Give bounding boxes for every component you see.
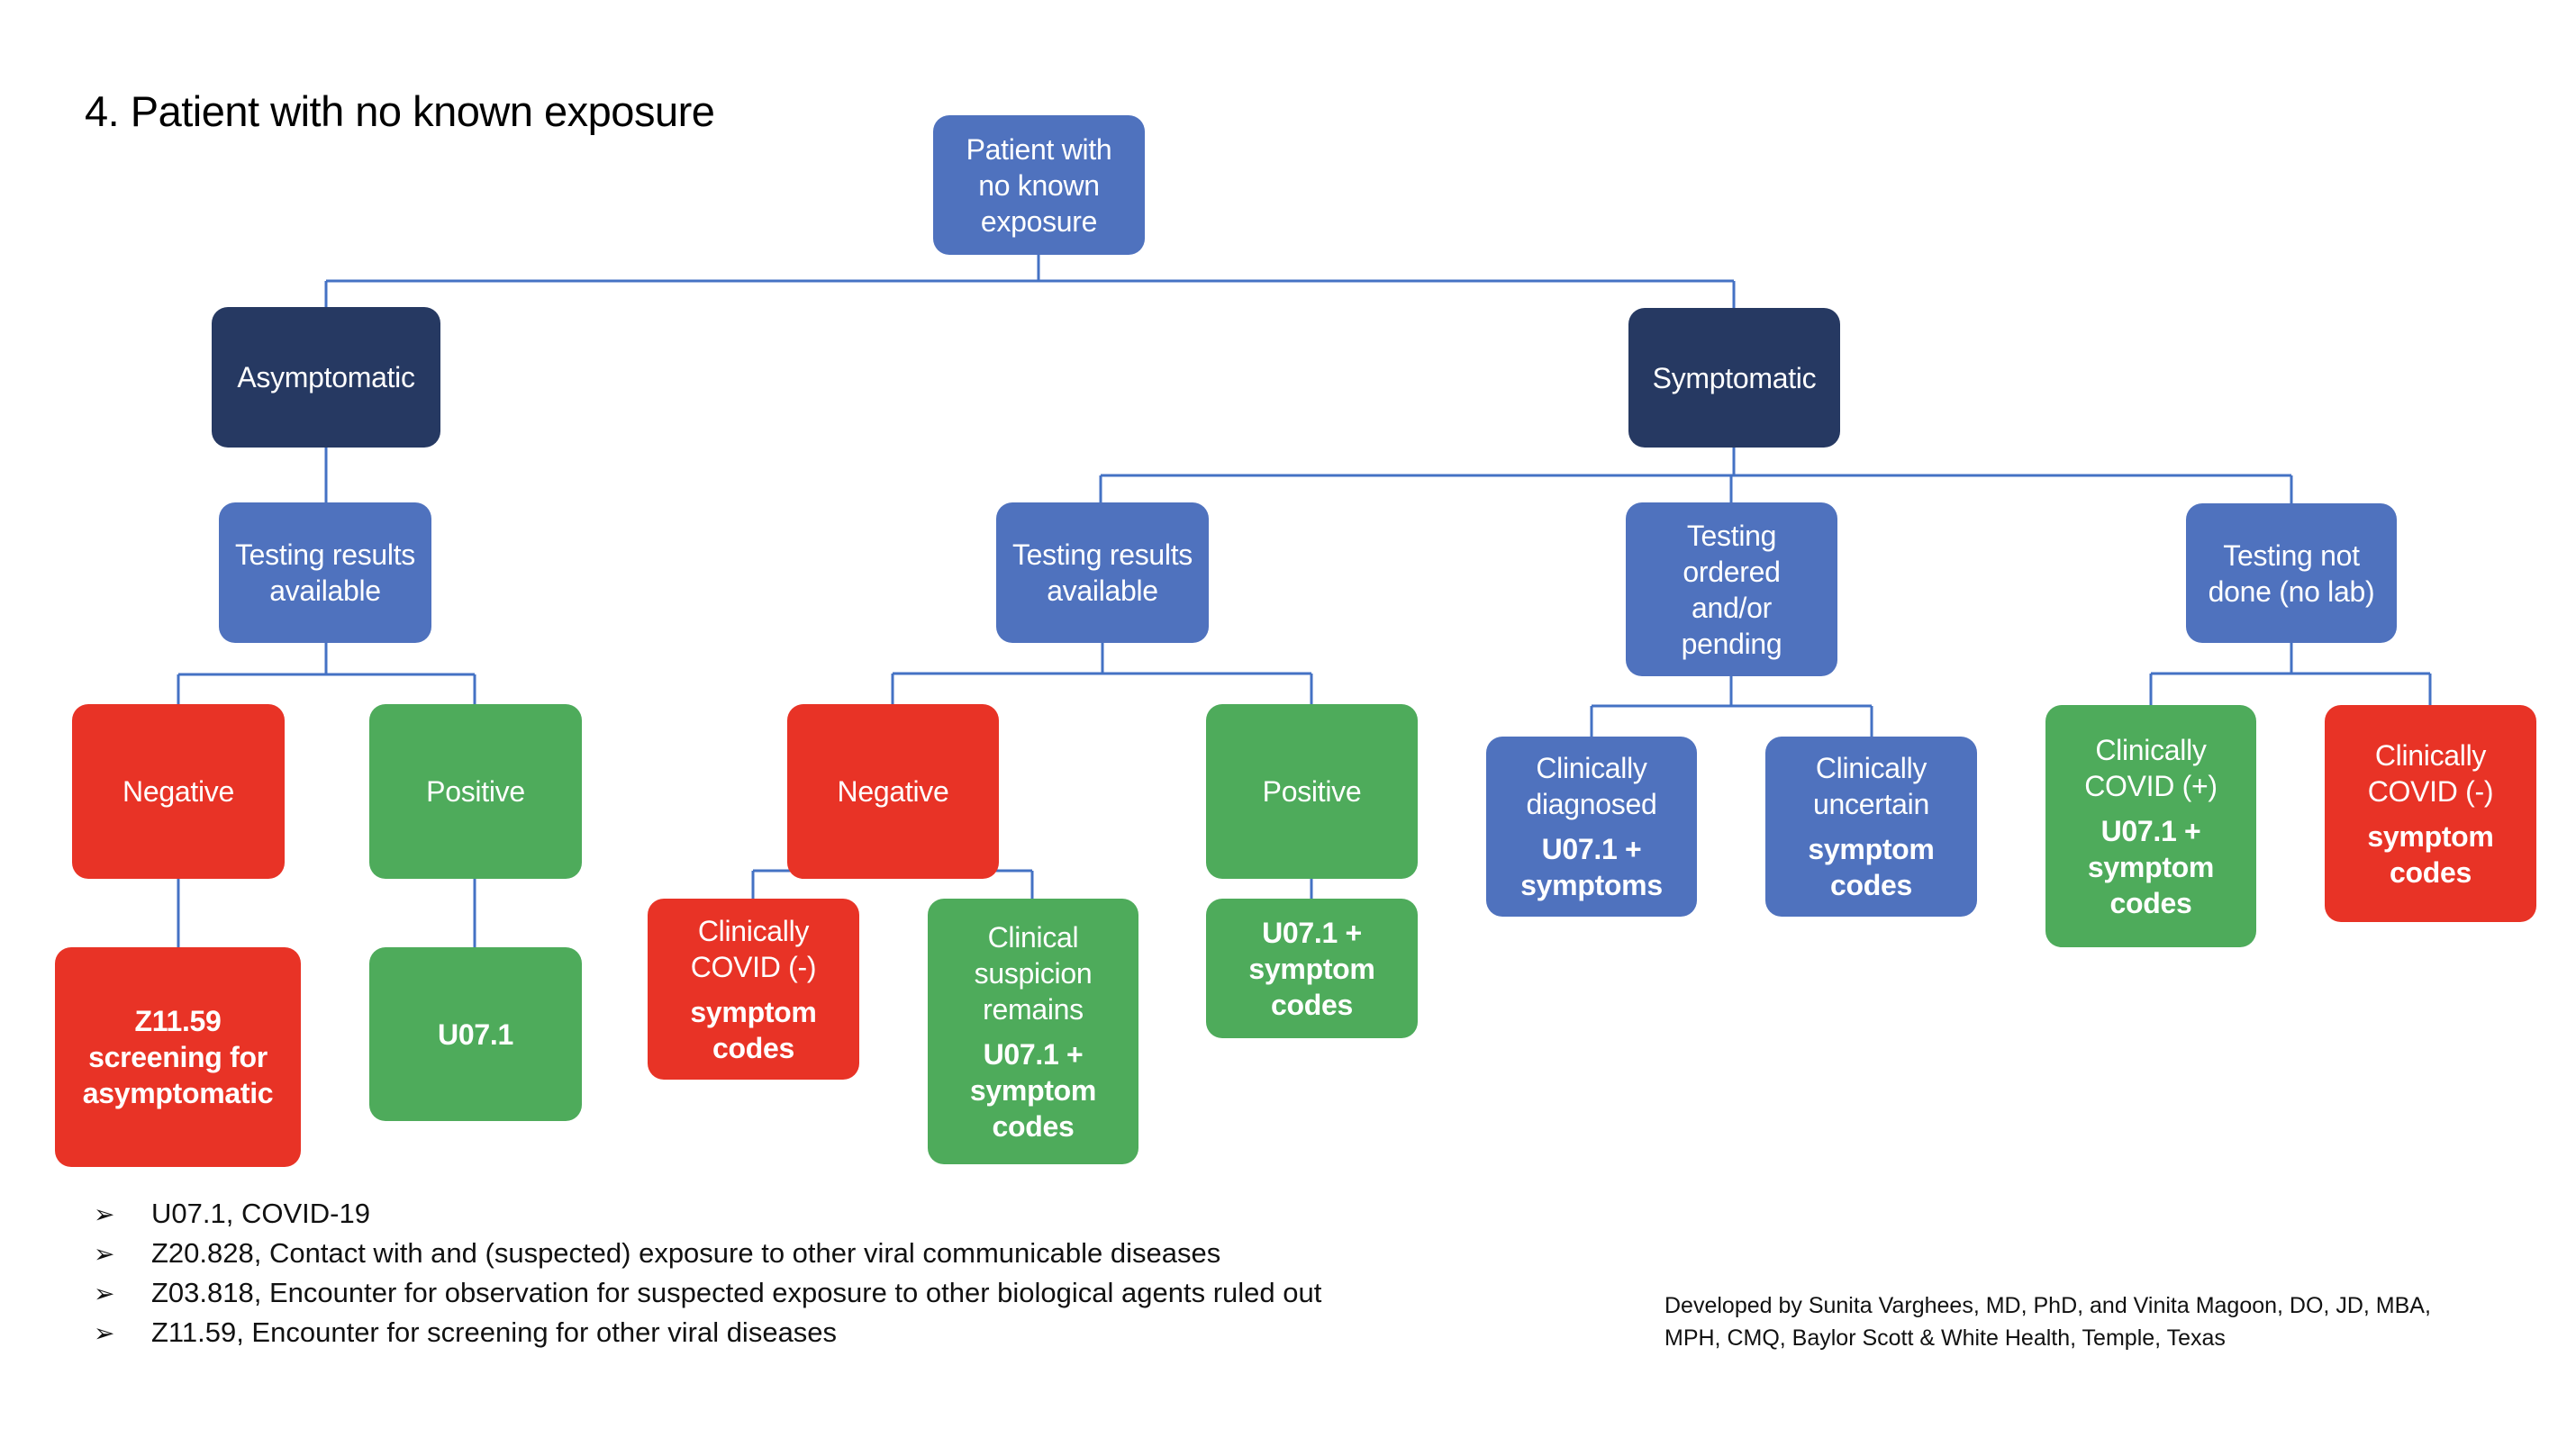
node-code-line: symptom bbox=[1248, 952, 1375, 985]
node-code-line: symptom bbox=[2367, 819, 2494, 853]
node-label-line: Clinically bbox=[1536, 752, 1647, 784]
node-label-line: pending bbox=[1681, 627, 1782, 660]
page-title: 4. Patient with no known exposure bbox=[85, 87, 715, 135]
node-symptomatic: Symptomatic bbox=[1628, 308, 1840, 448]
node-label-line: ordered bbox=[1683, 555, 1781, 588]
node-asym-positive-code: U07.1 bbox=[369, 947, 582, 1121]
node-label-line: Symptomatic bbox=[1652, 361, 1817, 394]
node-label-line: Clinically bbox=[2095, 733, 2207, 766]
node-label-line: Testing results bbox=[1011, 538, 1193, 571]
icd-code-legend: ➢ U07.1, COVID-19 ➢ Z20.828, Contact wit… bbox=[94, 1194, 1321, 1352]
arrowhead-bullet-icon: ➢ bbox=[94, 1279, 115, 1307]
node-code-line: codes bbox=[1271, 988, 1353, 1021]
node-label-line: uncertain bbox=[1813, 788, 1929, 820]
node-label-line: Clinically bbox=[697, 914, 810, 947]
node-label-line: COVID (-) bbox=[690, 950, 817, 983]
legend-item-text: Z11.59, Encounter for screening for othe… bbox=[151, 1316, 838, 1348]
node-pending-clinically-uncertain: Clinically uncertain symptom codes bbox=[1765, 737, 1977, 917]
node-code-line: symptom bbox=[1808, 833, 1935, 865]
node-label-line: suspicion bbox=[974, 956, 1093, 990]
node-label-line: Testing not bbox=[2223, 538, 2360, 572]
node-code-line: symptom bbox=[2087, 850, 2215, 883]
credits-line: MPH, CMQ, Baylor Scott & White Health, T… bbox=[1664, 1325, 2226, 1351]
node-label-line: and/or bbox=[1692, 591, 1772, 624]
node-label-line: no known bbox=[978, 168, 1100, 202]
node-code-line: Z11.59 bbox=[134, 1005, 222, 1037]
node-code-line: U07.1 + bbox=[1541, 833, 1642, 865]
node-asym-positive: Positive bbox=[369, 704, 582, 879]
node-label-line: Testing results bbox=[234, 538, 416, 571]
legend-item: ➢ U07.1, COVID-19 bbox=[94, 1194, 1321, 1234]
legend-item-text: Z03.818, Encounter for observation for s… bbox=[151, 1277, 1322, 1308]
node-label-line: Clinical bbox=[987, 920, 1079, 954]
node-asym-negative: Negative bbox=[72, 704, 285, 879]
legend-item: ➢ Z03.818, Encounter for observation for… bbox=[94, 1273, 1321, 1313]
node-label-line: Positive bbox=[1262, 775, 1362, 808]
node-label-line: Clinically bbox=[2374, 738, 2487, 772]
node-label-line: Patient with bbox=[966, 132, 1112, 166]
node-label-line: Negative bbox=[122, 775, 234, 808]
node-label-line: Clinically bbox=[1815, 752, 1927, 784]
node-label-line: available bbox=[1047, 574, 1158, 607]
node-label-line: Negative bbox=[837, 775, 949, 808]
node-label-line: COVID (+) bbox=[2084, 769, 2218, 802]
arrowhead-bullet-icon: ➢ bbox=[94, 1199, 115, 1228]
node-label-line: Asymptomatic bbox=[237, 361, 415, 393]
node-code-line: codes bbox=[1830, 869, 1912, 901]
node-label-line: exposure bbox=[980, 204, 1098, 238]
node-label-line: available bbox=[269, 574, 381, 607]
credits-line: Developed by Sunita Varghees, MD, PhD, a… bbox=[1664, 1293, 2431, 1318]
node-code-line: symptoms bbox=[1520, 869, 1663, 901]
node-code-line: U07.1 + bbox=[2100, 814, 2201, 847]
node-label-line: diagnosed bbox=[1526, 788, 1657, 820]
node-code-line: codes bbox=[712, 1031, 794, 1064]
node-label-line: Positive bbox=[426, 775, 525, 808]
credits: Developed by Sunita Varghees, MD, PhD, a… bbox=[1664, 1289, 2547, 1354]
node-code-line: U07.1 + bbox=[1262, 916, 1362, 949]
node-code-line: U07.1 + bbox=[983, 1037, 1084, 1071]
legend-item: ➢ Z11.59, Encounter for screening for ot… bbox=[94, 1313, 1321, 1352]
node-code-line: symptom bbox=[969, 1073, 1097, 1107]
legend-item: ➢ Z20.828, Contact with and (suspected) … bbox=[94, 1234, 1321, 1273]
node-label-line: remains bbox=[983, 992, 1084, 1026]
node-code-line: asymptomatic bbox=[82, 1077, 274, 1109]
legend-item-text: U07.1, COVID-19 bbox=[151, 1198, 370, 1229]
node-label-line: Testing bbox=[1686, 519, 1777, 552]
node-asym-negative-code: Z11.59 screening for asymptomatic bbox=[55, 947, 301, 1167]
node-code-line: screening for bbox=[88, 1041, 268, 1073]
node-sym-positive: Positive bbox=[1206, 704, 1418, 879]
node-code-line: codes bbox=[2109, 886, 2192, 919]
legend-item-text: Z20.828, Contact with and (suspected) ex… bbox=[151, 1237, 1221, 1269]
node-code-line: U07.1 bbox=[438, 1017, 513, 1051]
node-code-line: codes bbox=[992, 1109, 1075, 1143]
arrowhead-bullet-icon: ➢ bbox=[94, 1239, 115, 1268]
node-sym-negative: Negative bbox=[787, 704, 999, 879]
node-label-line: COVID (-) bbox=[2367, 774, 2494, 808]
node-label-line: done (no lab) bbox=[2208, 574, 2375, 608]
node-code-line: codes bbox=[2390, 855, 2472, 889]
arrowhead-bullet-icon: ➢ bbox=[94, 1318, 115, 1347]
node-asymptomatic: Asymptomatic bbox=[212, 307, 440, 448]
node-code-line: symptom bbox=[690, 995, 817, 1028]
